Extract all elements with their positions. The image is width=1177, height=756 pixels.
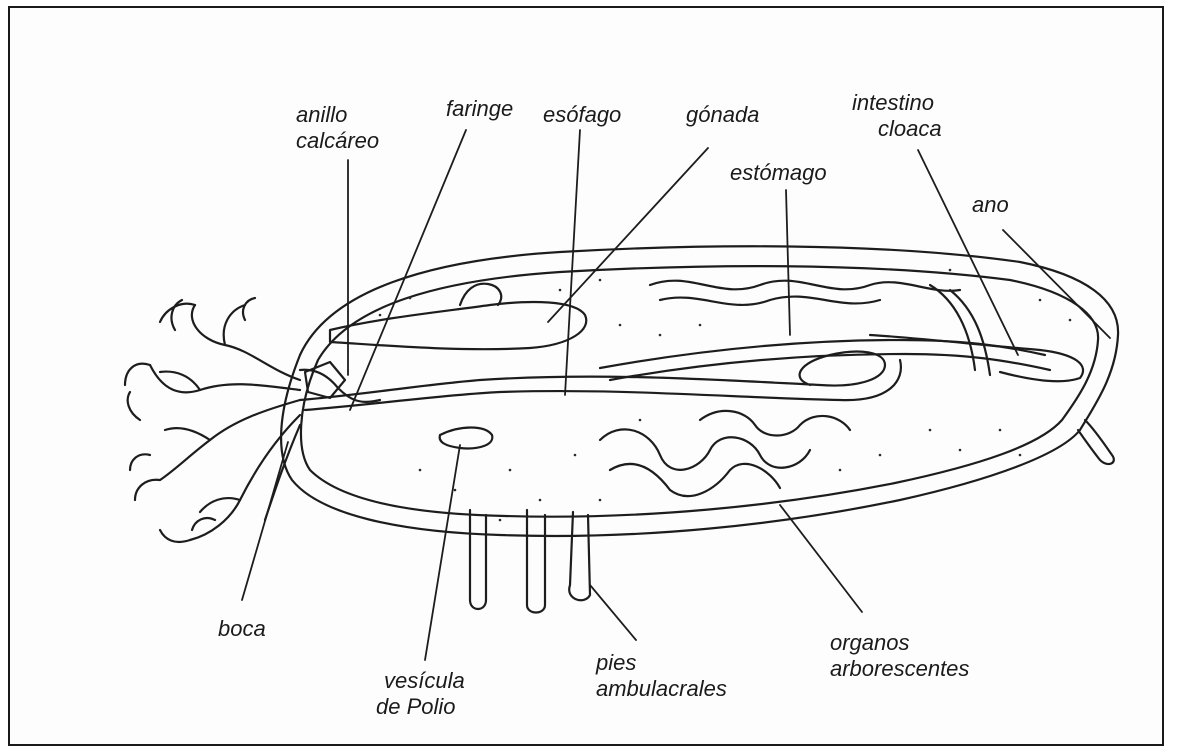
label-gonada: gónada [686,102,759,128]
esophagus [300,352,885,400]
oral-tentacles-branches-2 [128,298,255,530]
label-ano: ano [972,192,1009,218]
label-intestino-cloaca-line2: cloaca [852,116,942,142]
label-anillo-calcareo: anillo calcáreo [296,102,379,154]
label-estomago: estómago [730,160,827,186]
leader-pies-ambulacrales [590,585,636,640]
label-vesicula-polio: vesícula de Polio [376,668,465,720]
respiratory-tree-3 [700,411,850,436]
label-boca: boca [218,616,266,642]
oral-tentacles-branches [125,304,245,542]
label-organos-arborescentes: organos arborescentes [830,630,969,682]
leader-esofago [565,130,580,395]
tube-foot-1 [470,510,486,609]
respiratory-tree-2 [610,464,780,496]
anal-projection [1078,420,1114,464]
intestine-inner [610,354,1050,380]
tube-foot-2 [527,510,545,613]
label-faringe: faringe [446,96,513,122]
label-pies-ambulacrales: pies ambulacrales [596,650,727,702]
label-intestino-cloaca: intestino cloaca [852,90,942,142]
tube-foot-3 [569,512,590,600]
gonad-tubule [460,284,501,305]
gonad-tubules-right-2 [660,297,880,305]
polian-vesicle [440,428,493,449]
leader-organos-arborescentes [780,505,862,612]
leader-faringe [350,130,466,410]
label-organos-arborescentes-line2: arborescentes [830,656,969,682]
label-anillo-calcareo-line1: anillo [296,102,379,128]
label-intestino-cloaca-line1: intestino [852,90,942,116]
leader-estomago [786,190,790,335]
label-anillo-calcareo-line2: calcáreo [296,128,379,154]
leader-vesicula-polio [425,445,460,660]
gonad [330,302,586,349]
label-esofago: esófago [543,102,621,128]
label-pies-ambulacrales-line2: ambulacrales [596,676,727,702]
leader-gonada [548,148,708,322]
label-organos-arborescentes-line1: organos [830,630,969,656]
gonad-tubules-right [650,281,960,291]
body-wall-outline [281,246,1118,536]
gonad-tubules-right-3 [930,285,990,375]
leader-boca [242,442,288,600]
label-vesicula-polio-line1: vesícula [376,668,465,694]
label-vesicula-polio-line2: de Polio [376,694,465,720]
label-pies-ambulacrales-line1: pies [596,650,727,676]
leader-ano [1003,230,1110,338]
